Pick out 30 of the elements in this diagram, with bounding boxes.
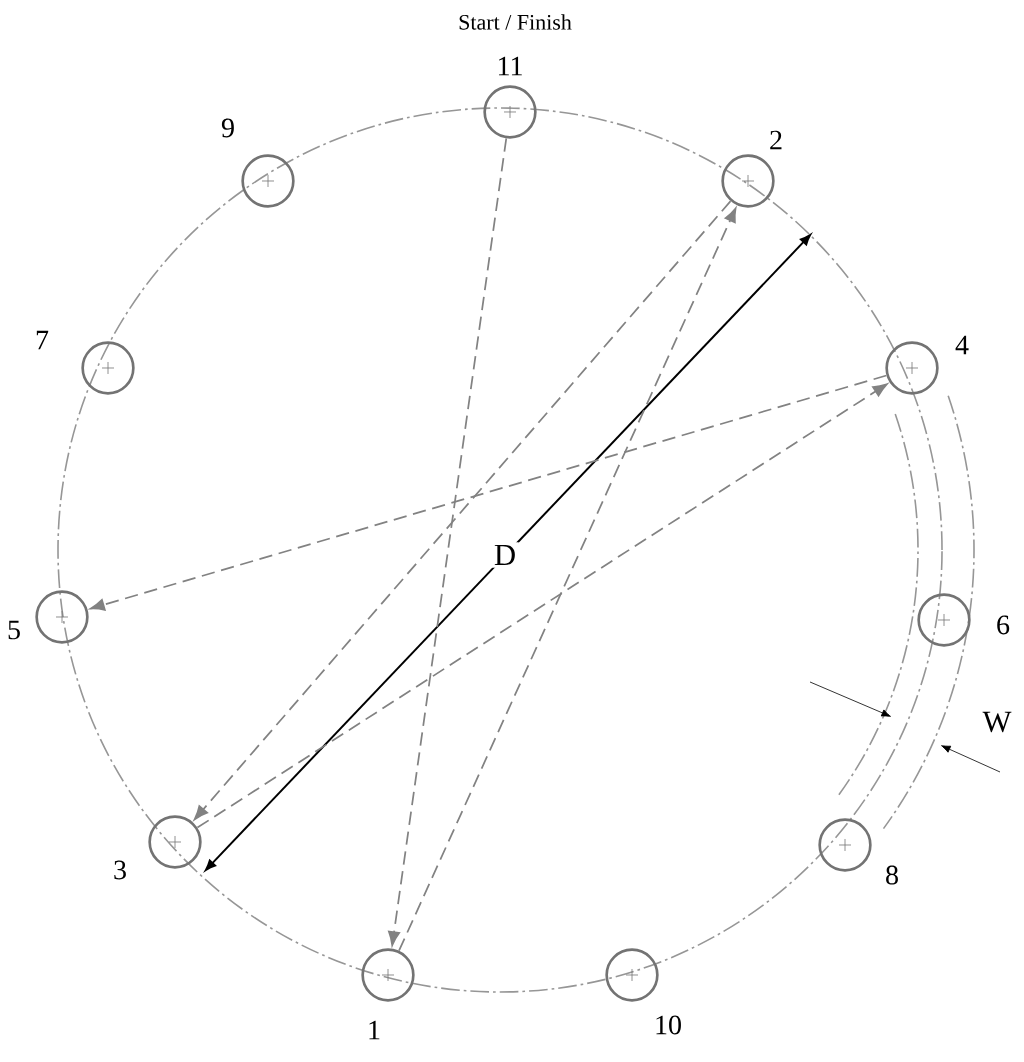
- node-number: 7: [36, 330, 49, 350]
- marker-circle: [35, 590, 89, 644]
- marker-circle: [241, 154, 295, 208]
- node-number: 2: [770, 130, 782, 150]
- marker-circle: [917, 593, 971, 647]
- dimension-label: D: [491, 542, 519, 568]
- node-number: 9: [221, 118, 234, 138]
- node-number: 6: [997, 615, 1010, 635]
- arrow: [388, 137, 508, 946]
- arrow: [398, 207, 737, 952]
- marker-circle: [885, 341, 939, 395]
- marker-circle: [148, 815, 202, 869]
- dimension-label: W: [979, 709, 1015, 735]
- marker-circle: [483, 85, 537, 139]
- marker-circle: [721, 154, 775, 208]
- arrow: [90, 374, 888, 611]
- arrow: [196, 383, 888, 829]
- node-number: 3: [114, 860, 126, 880]
- node-number: 1: [369, 1020, 380, 1040]
- node-number: 8: [886, 865, 898, 885]
- marker-circle: [361, 948, 415, 1002]
- node-number: 10: [656, 1015, 681, 1035]
- node-number: Start / Finish: [459, 14, 572, 30]
- node-number: 11: [499, 56, 522, 76]
- marker-circle: [818, 818, 872, 872]
- marker-circle: [81, 341, 135, 395]
- node-number: 5: [8, 620, 20, 640]
- marker-circle: [605, 948, 659, 1002]
- node-number: 4: [955, 335, 969, 355]
- arrow: [193, 200, 732, 821]
